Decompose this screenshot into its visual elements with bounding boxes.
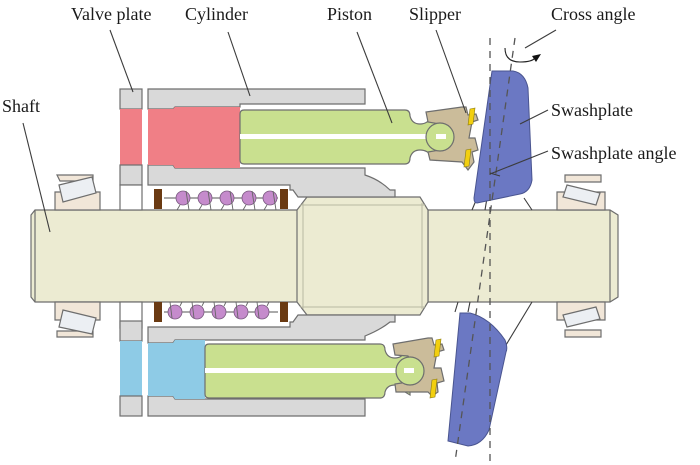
slipper-pad bbox=[429, 378, 438, 399]
piston-leader bbox=[356, 31, 393, 124]
label-slipper: Slipper bbox=[409, 4, 461, 24]
valve-plate-bottom bbox=[119, 301, 143, 417]
spring-bottom bbox=[154, 301, 288, 322]
reference-axes bbox=[454, 37, 516, 465]
slipper-pad bbox=[467, 107, 476, 126]
label-cross-angle: Cross angle bbox=[551, 4, 636, 24]
right-bearing-top bbox=[556, 174, 606, 211]
right-bearing-bottom bbox=[556, 301, 606, 338]
piston-top bbox=[239, 109, 440, 165]
label-piston: Piston bbox=[327, 4, 372, 24]
swashplate-leader bbox=[519, 109, 549, 125]
slipper-pad bbox=[433, 338, 442, 358]
slipper-top bbox=[425, 106, 479, 171]
valve-port-high-pressure bbox=[120, 109, 142, 165]
cross-angle-arrow-icon bbox=[504, 47, 541, 63]
cylinder-chamber-low-pressure bbox=[148, 340, 205, 399]
slipper-leader bbox=[435, 29, 467, 114]
spring-coil bbox=[189, 304, 205, 320]
spring-retainer-left bbox=[154, 189, 162, 209]
spring-retainer-right bbox=[280, 189, 288, 209]
left-bearing-bottom bbox=[54, 301, 101, 338]
leader-lines bbox=[22, 29, 557, 233]
shaft-hub bbox=[296, 196, 429, 316]
swashplate-angle-leader bbox=[489, 150, 549, 175]
shaft-leader bbox=[22, 122, 51, 233]
cylinder-chamber-high-pressure bbox=[148, 107, 240, 168]
slipper-pad bbox=[463, 148, 472, 168]
slipper-bottom bbox=[392, 337, 445, 399]
spring-coil bbox=[211, 304, 227, 320]
valve-plate-leader bbox=[109, 29, 134, 93]
label-cylinder: Cylinder bbox=[185, 4, 248, 24]
cylinder-bottom bbox=[147, 314, 396, 417]
cylinder-leader bbox=[227, 31, 251, 97]
spring-retainer-left bbox=[154, 302, 162, 322]
piston-bottom bbox=[204, 343, 415, 399]
spring-coil bbox=[233, 304, 249, 320]
label-valve-plate: Valve plate bbox=[71, 4, 151, 24]
label-swashplate-angle: Swashplate angle bbox=[551, 143, 676, 163]
spring-retainer-right bbox=[280, 302, 288, 322]
swashplate bbox=[447, 70, 533, 447]
spring-coil bbox=[167, 304, 183, 320]
cross-angle-leader bbox=[524, 29, 557, 49]
label-swashplate: Swashplate bbox=[551, 100, 633, 120]
label-shaft: Shaft bbox=[2, 96, 40, 116]
spring-top bbox=[154, 189, 288, 211]
cylinder-top bbox=[147, 88, 396, 198]
valve-plate-top bbox=[119, 88, 143, 211]
left-bearing-top bbox=[54, 174, 101, 211]
valve-port-low-pressure bbox=[120, 341, 142, 396]
spring-coil bbox=[254, 304, 270, 320]
